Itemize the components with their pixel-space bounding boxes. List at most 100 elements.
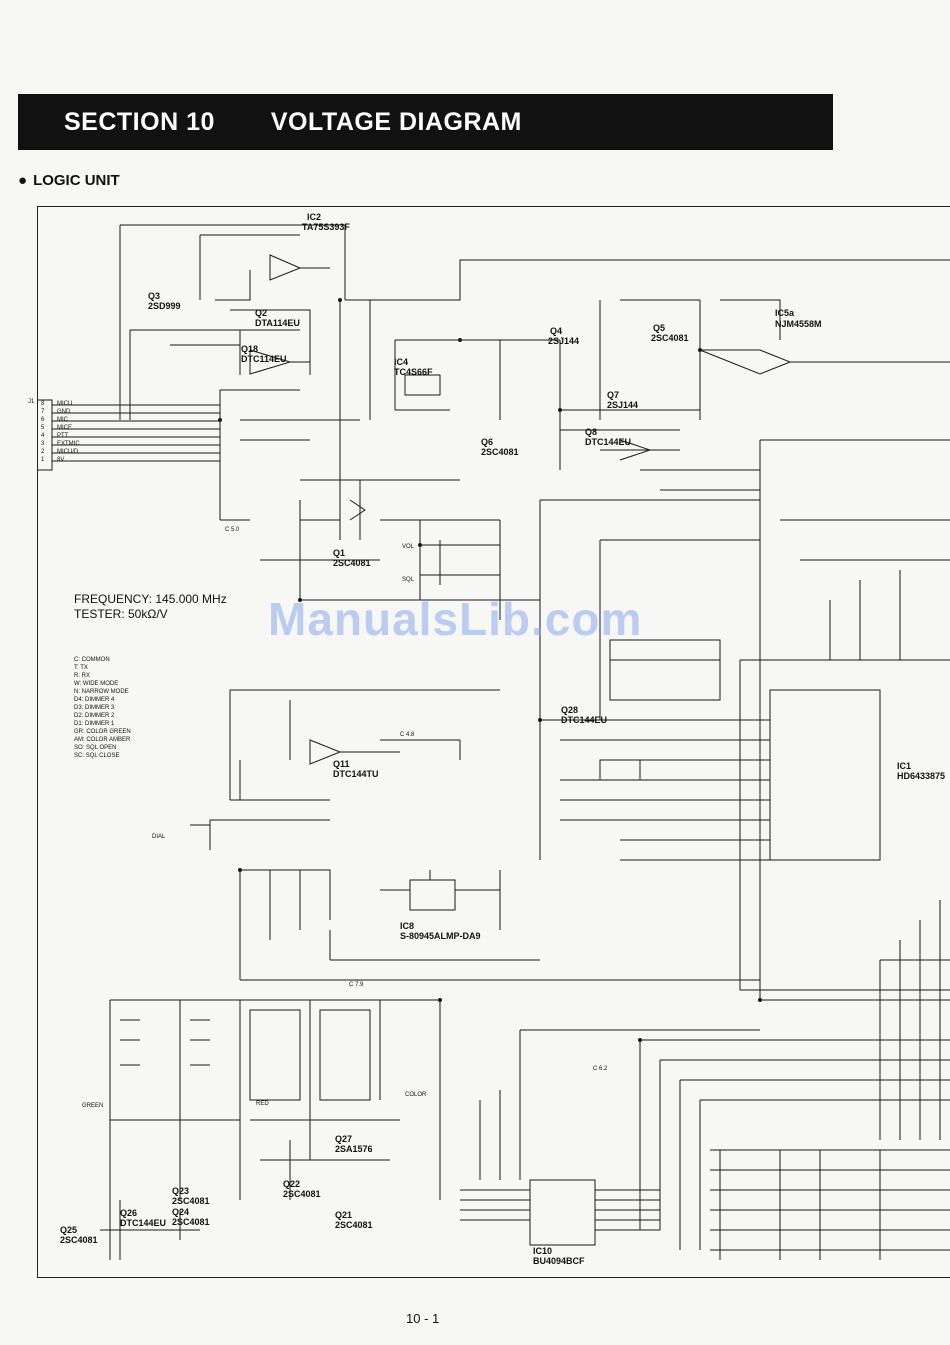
ic1-part: HD6433875 bbox=[897, 771, 946, 781]
q28-label: Q28 bbox=[561, 705, 579, 715]
q18-label: Q18 bbox=[241, 344, 259, 354]
net-vol: VOL bbox=[402, 544, 415, 550]
tester-text: TESTER: 50kΩ/V bbox=[74, 607, 168, 621]
pin-number: 3 bbox=[41, 441, 45, 447]
watermark: ManualsLib.com bbox=[268, 593, 643, 645]
q27-part: 2SA1576 bbox=[335, 1144, 373, 1154]
legend-item: D3: DIMMER 3 bbox=[74, 705, 115, 711]
net-c79: C 7.9 bbox=[349, 982, 364, 988]
ic4-part: TC4S66F bbox=[394, 367, 433, 377]
q4-label: Q4 bbox=[550, 326, 563, 336]
q3-label: Q3 bbox=[148, 291, 161, 301]
legend-item: R: RX bbox=[74, 673, 91, 679]
subheading: ● LOGIC UNIT bbox=[18, 172, 120, 189]
q23-label: Q23 bbox=[172, 1186, 190, 1196]
pin-number: 7 bbox=[41, 409, 45, 415]
q3-part: 2SD999 bbox=[148, 301, 181, 311]
legend-item: SC: SQL CLOSE bbox=[74, 753, 120, 759]
q2-label: Q2 bbox=[255, 308, 268, 318]
frequency-text: FREQUENCY: 145.000 MHz bbox=[74, 592, 227, 606]
pin-number: 8 bbox=[41, 401, 45, 407]
ic5a-part: NJM4558M bbox=[775, 319, 822, 329]
legend-item: D4: DIMMER 4 bbox=[74, 697, 115, 703]
q27-label: Q27 bbox=[335, 1134, 353, 1144]
q26-part: DTC144EU bbox=[120, 1218, 167, 1228]
ic8-label: IC8 bbox=[400, 921, 415, 931]
q1-part: 2SC4081 bbox=[333, 558, 371, 568]
pin-number: 4 bbox=[41, 433, 45, 439]
legend-item: AM: COLOR AMBER bbox=[74, 737, 131, 743]
ic2-part: TA75S393F bbox=[302, 222, 350, 232]
ic10-part: BU4094BCF bbox=[533, 1256, 585, 1266]
q6-part: 2SC4081 bbox=[481, 447, 519, 457]
q8-part: DTC144EU bbox=[585, 437, 632, 447]
pin-number: 1 bbox=[41, 457, 45, 463]
ic2-label: IC2 bbox=[307, 212, 322, 222]
pin-label-mic: MIC bbox=[57, 417, 68, 423]
pin-label-mice: MICE bbox=[57, 425, 72, 431]
ic5a-label: IC5a bbox=[775, 308, 795, 318]
legend-item: T: TX bbox=[74, 665, 88, 671]
q7-label: Q7 bbox=[607, 390, 620, 400]
ic8-part: S-80945ALMP-DA9 bbox=[400, 931, 481, 941]
pin-number: 5 bbox=[41, 425, 45, 431]
q2-part: DTA114EU bbox=[255, 318, 300, 328]
measurement-conditions: FREQUENCY: 145.000 MHz TESTER: 50kΩ/V bbox=[74, 592, 227, 622]
legend-item: D2: DIMMER 2 bbox=[74, 713, 115, 719]
subheading-text: LOGIC UNIT bbox=[33, 172, 120, 189]
pin-label-ptt: PTT bbox=[57, 433, 69, 439]
abbreviation-legend: C: COMMON T: TX R: RX W: WIDE MODE N: NA… bbox=[74, 656, 131, 760]
net-c48: C 4.8 bbox=[400, 732, 415, 738]
q11-label: Q11 bbox=[333, 759, 350, 769]
q25-part: 2SC4081 bbox=[60, 1235, 98, 1245]
pin-label-micu: MICU bbox=[57, 401, 73, 407]
legend-item: D1: DIMMER 1 bbox=[74, 721, 115, 727]
pin-label-gnd: GND bbox=[57, 409, 71, 415]
q6-label: Q6 bbox=[481, 437, 494, 447]
page-number: 10 - 1 bbox=[406, 1311, 440, 1326]
section-number: SECTION 10 bbox=[64, 107, 215, 136]
net-sql: SQL bbox=[402, 577, 415, 583]
net-red: RED bbox=[256, 1101, 269, 1107]
q5-part: 2SC4081 bbox=[651, 333, 689, 343]
section-banner: SECTION 10 VOLTAGE DIAGRAM bbox=[18, 94, 833, 150]
q26-label: Q26 bbox=[120, 1208, 138, 1218]
net-c62: C 6.2 bbox=[593, 1066, 608, 1072]
pin-label-micud: MICU/D bbox=[57, 449, 79, 455]
net-c50: C 5.0 bbox=[225, 527, 240, 533]
q21-label: Q21 bbox=[335, 1210, 353, 1220]
section-title: VOLTAGE DIAGRAM bbox=[270, 107, 522, 136]
ic4-label: IC4 bbox=[394, 357, 409, 367]
q22-label: Q22 bbox=[283, 1179, 301, 1189]
bullet-icon: ● bbox=[18, 172, 28, 189]
q25-label: Q25 bbox=[60, 1225, 78, 1235]
q24-part: 2SC4081 bbox=[172, 1217, 210, 1227]
q4-part: 2SJ144 bbox=[548, 336, 580, 346]
legend-item: SO: SQL OPEN bbox=[74, 745, 117, 751]
q5-label: Q5 bbox=[653, 323, 666, 333]
q28-part: DTC144EU bbox=[561, 715, 608, 725]
q23-part: 2SC4081 bbox=[172, 1196, 210, 1206]
q18-part: DTC114EU bbox=[241, 354, 287, 364]
ic10-label: IC10 bbox=[533, 1246, 553, 1256]
schematic-frame bbox=[37, 206, 950, 1278]
pin-label-8v: 8V bbox=[57, 457, 65, 463]
legend-item: C: COMMON bbox=[74, 657, 110, 663]
q7-part: 2SJ144 bbox=[607, 400, 639, 410]
q11-part: DTC144TU bbox=[333, 769, 379, 779]
q8-label: Q8 bbox=[585, 427, 598, 437]
q21-part: 2SC4081 bbox=[335, 1220, 373, 1230]
pin-number: 6 bbox=[41, 417, 45, 423]
q22-part: 2SC4081 bbox=[283, 1189, 321, 1199]
pin-label-extmic: EXTMIC bbox=[57, 441, 80, 447]
q24-label: Q24 bbox=[172, 1207, 190, 1217]
legend-item: GR: COLOR GREEN bbox=[74, 729, 131, 735]
legend-item: N: NARROW MODE bbox=[74, 689, 129, 695]
net-dial: DIAL bbox=[152, 834, 166, 840]
pin-number: 2 bbox=[41, 449, 45, 455]
q1-label: Q1 bbox=[333, 548, 346, 558]
net-green: GREEN bbox=[82, 1103, 104, 1109]
net-color: COLOR bbox=[405, 1092, 427, 1098]
j1-label: J1 bbox=[28, 399, 35, 405]
